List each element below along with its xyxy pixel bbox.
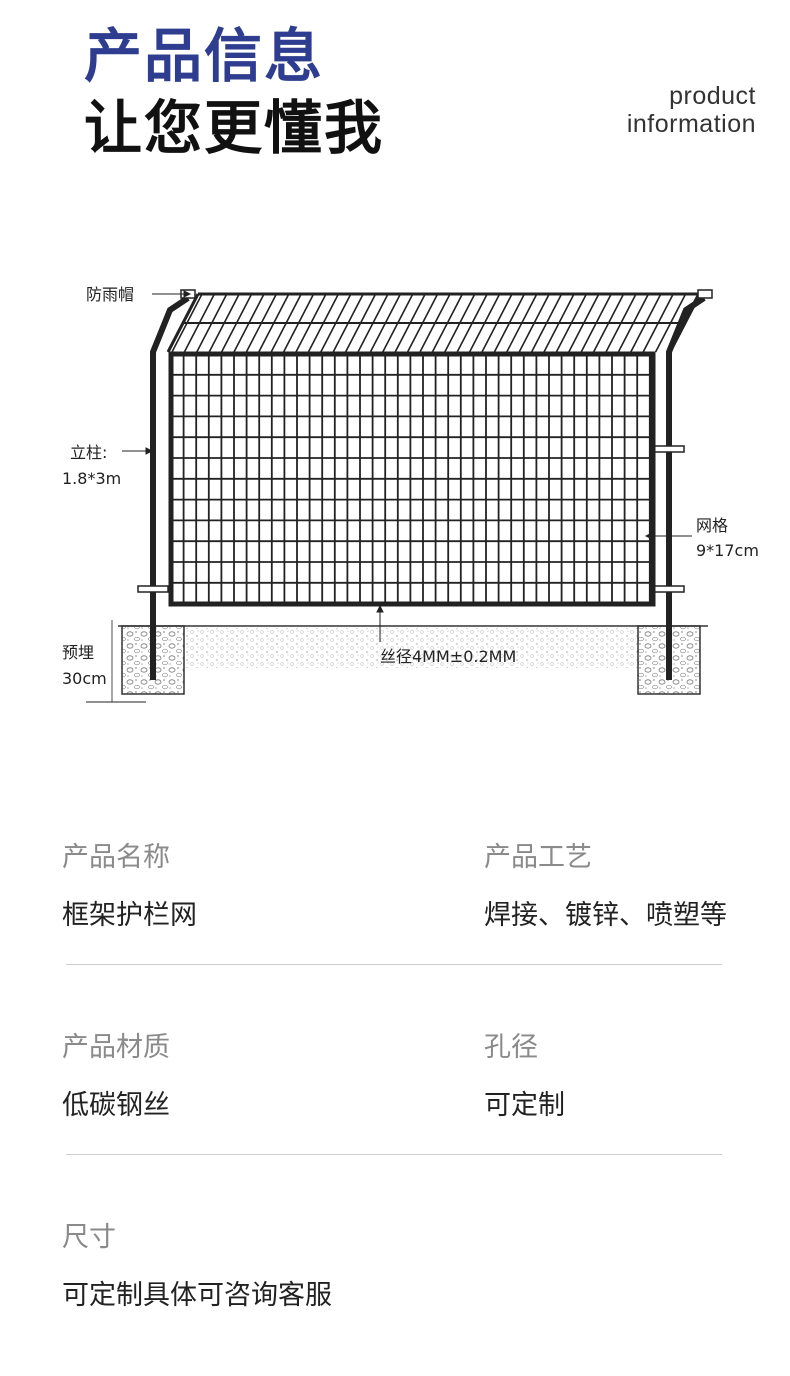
rain-cap-wire (568, 293, 600, 353)
mesh-size: 9*17cm (696, 541, 759, 560)
rain-cap-wire (357, 293, 389, 353)
rain-cap-wire (543, 293, 575, 353)
post-label: 立柱: (70, 443, 107, 462)
rain-cap-wire (220, 293, 253, 353)
mesh-label: 网格 (696, 516, 728, 535)
rain-cap-wire (307, 293, 340, 353)
rain-cap-wire (468, 293, 501, 353)
page-title-english: product information (627, 82, 756, 138)
rain-cap-wire (654, 293, 687, 353)
rain-cap-wire (282, 293, 315, 353)
page-title-block: 产品信息 让您更懂我 (84, 20, 384, 164)
spec-grid: 产品名称 框架护栏网 产品工艺 焊接、镀锌、喷塑等 产品材质 低碳钢丝 孔径 可… (0, 820, 790, 1376)
rain-cap-wire (518, 293, 550, 353)
post-size: 1.8*3m (62, 469, 121, 488)
rain-cap-wire (530, 293, 563, 353)
rain-cap-wire (382, 293, 414, 353)
spec-value: 可定制 (484, 1090, 565, 1121)
rain-cap-wire (171, 293, 203, 353)
rain-cap-wire (394, 293, 426, 353)
rain-cap-wire (555, 293, 588, 353)
embed-depth: 30cm (62, 669, 107, 688)
rain-cap-wire (592, 293, 625, 353)
rain-cap-wire (332, 293, 364, 353)
rain-cap-wire (605, 293, 637, 353)
spec-label: 孔径 (484, 1032, 538, 1063)
rain-cap-label: 防雨帽 (86, 285, 134, 304)
rain-cap-wire (295, 293, 327, 353)
embed-label: 预埋 (62, 643, 94, 662)
rain-cap-wire (419, 293, 451, 353)
spec-item-process: 产品工艺 焊接、镀锌、喷塑等 (484, 838, 727, 936)
page-title-secondary: 让您更懂我 (84, 94, 385, 162)
spec-item-material: 产品材质 低碳钢丝 (62, 1028, 170, 1126)
rain-cap-wire (196, 293, 228, 353)
rain-cap-wire (481, 293, 513, 353)
rain-cap-wire (580, 293, 612, 353)
wire-diameter-label: 丝径4MM±0.2MM (380, 647, 516, 666)
divider (66, 964, 722, 965)
rain-cap-wire (208, 293, 240, 353)
title-en-line1: product (669, 82, 756, 110)
rain-cap-wire (406, 293, 439, 353)
spec-label: 尺寸 (62, 1222, 116, 1253)
spec-value: 可定制具体可咨询客服 (62, 1280, 332, 1311)
spec-row: 产品材质 低碳钢丝 孔径 可定制 (0, 1010, 790, 1200)
rain-cap-wire (506, 293, 538, 353)
spec-item-size: 尺寸 可定制具体可咨询客服 (62, 1218, 332, 1316)
divider (66, 1154, 722, 1155)
rain-cap-wire (320, 293, 352, 353)
rain-cap-wire (233, 293, 265, 353)
rain-cap-wire (444, 293, 476, 353)
spec-item-name: 产品名称 框架护栏网 (62, 838, 197, 936)
rain-cap-wire (630, 293, 662, 353)
rain-cap-wire (369, 293, 402, 353)
spec-row: 尺寸 可定制具体可咨询客服 (0, 1200, 790, 1376)
callout-arrows (86, 290, 692, 703)
rain-cap-wire (431, 293, 464, 353)
fence-diagram: 防雨帽 立柱: 1.8*3m 网格 9*17cm 预埋 30cm 丝径4MM±0… (0, 270, 790, 720)
rain-cap-wire (493, 293, 526, 353)
spec-value: 低碳钢丝 (62, 1090, 170, 1121)
rain-cap-mesh (166, 292, 702, 353)
title-en-line2: information (626, 110, 756, 138)
rain-cap-wire (456, 293, 488, 353)
page-title-primary: 产品信息 (84, 22, 325, 90)
fence-illustration: 防雨帽 立柱: 1.8*3m 网格 9*17cm 预埋 30cm 丝径4MM±0… (62, 285, 759, 703)
rain-cap-wire (270, 293, 302, 353)
spec-value: 焊接、镀锌、喷塑等 (484, 900, 727, 931)
rain-cap-wire (344, 293, 377, 353)
rain-cap-wire (183, 293, 216, 353)
spec-label: 产品名称 (62, 842, 170, 873)
spec-label: 产品材质 (62, 1032, 170, 1063)
rain-cap-wire (245, 293, 278, 353)
rain-cap-wire (642, 293, 674, 353)
spec-row: 产品名称 框架护栏网 产品工艺 焊接、镀锌、喷塑等 (0, 820, 790, 1010)
spec-label: 产品工艺 (484, 842, 592, 873)
spec-value: 框架护栏网 (62, 900, 197, 931)
spec-item-aperture: 孔径 可定制 (484, 1028, 565, 1126)
panel-mesh (173, 356, 651, 605)
rain-cap-wire (617, 293, 650, 353)
rain-cap-wire (258, 293, 290, 353)
